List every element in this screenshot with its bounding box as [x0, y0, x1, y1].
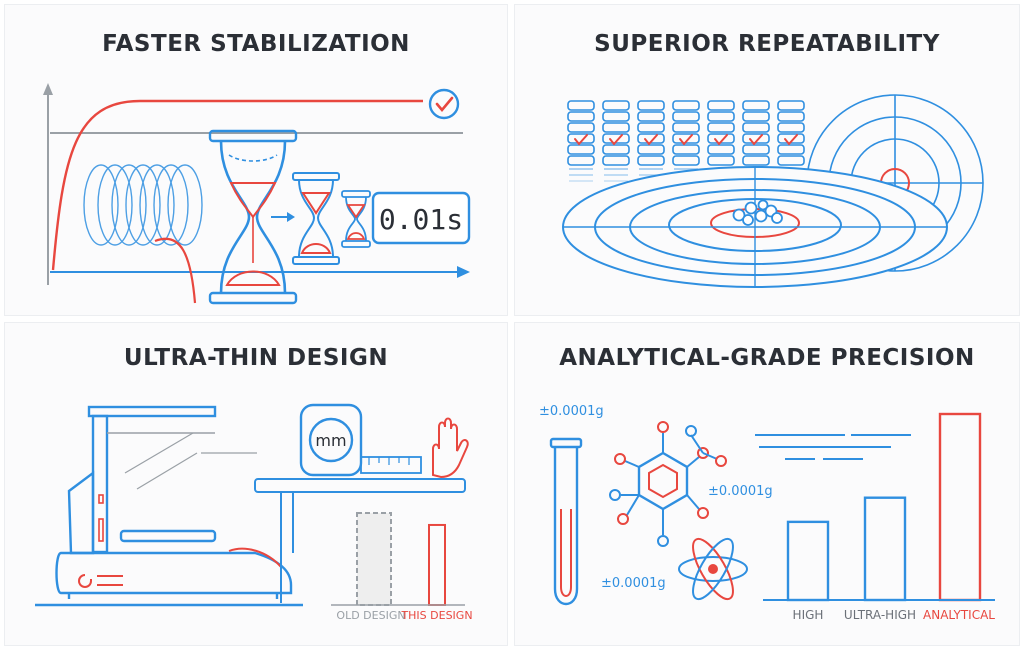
spring-coils-icon: [83, 164, 203, 246]
coin: [602, 111, 630, 122]
bar-label-this-design: THIS DESIGN: [400, 609, 472, 622]
settling-curve: [51, 99, 423, 271]
precision-bar: [786, 520, 830, 602]
coin-stack-icon: [742, 100, 770, 182]
coin: [567, 155, 595, 166]
balance-scale-icon: [35, 405, 303, 607]
panel-analytical-grade-precision: ANALYTICAL-GRADE PRECISION ±0.0001g ±0.0…: [514, 322, 1020, 646]
coin: [742, 122, 770, 133]
repeatability-illustration: [562, 94, 984, 288]
thickness-bar: [428, 523, 446, 607]
speed-lines: [755, 434, 915, 460]
check-icon: [749, 134, 763, 146]
coin: [672, 155, 700, 166]
hand-icon: [432, 417, 469, 479]
coin: [637, 144, 665, 155]
coin: [742, 144, 770, 155]
tolerance-label: ±0.0001g: [539, 404, 604, 419]
stabilization-illustration: 0.01s: [43, 83, 471, 305]
test-tube-icon: [549, 437, 583, 606]
check-icon: [784, 134, 798, 146]
coin: [637, 111, 665, 122]
panel-faster-stabilization: FASTER STABILIZATION: [4, 4, 508, 316]
coin: [707, 155, 735, 166]
thickness-comparison-bars: [356, 512, 446, 607]
coin: [777, 111, 805, 122]
coin: [742, 100, 770, 111]
panel-title: FASTER STABILIZATION: [102, 31, 410, 57]
coin: [567, 122, 595, 133]
thin-design-illustration: mm OLD DESIGN THIS DESIGN: [35, 403, 473, 622]
coin: [602, 144, 630, 155]
check-icon: [679, 134, 693, 146]
coin: [567, 100, 595, 111]
coin-stack-icon: [777, 100, 805, 182]
bar-label-old-design: OLD DESIGN: [336, 609, 405, 622]
coin: [672, 122, 700, 133]
hourglass-large-icon: [208, 129, 298, 305]
shot-cluster: [732, 199, 783, 226]
coin: [777, 155, 805, 166]
precision-illustration: ±0.0001g ±0.0001g ±0.0001g: [539, 404, 995, 622]
arrow-right-icon: [271, 212, 295, 222]
coin: [567, 144, 595, 155]
coin: [637, 122, 665, 133]
coin: [672, 144, 700, 155]
coin: [707, 144, 735, 155]
timer-readout: 0.01s: [379, 203, 463, 236]
check-icon: [714, 134, 728, 146]
precision-bar: [863, 496, 907, 602]
coin: [777, 100, 805, 111]
coin: [707, 111, 735, 122]
check-icon: [574, 134, 588, 146]
coin: [777, 144, 805, 155]
coin: [637, 155, 665, 166]
tolerance-label: ±0.0001g: [601, 576, 666, 591]
coin: [707, 100, 735, 111]
coin-stack-icon: [672, 100, 700, 182]
coin: [707, 122, 735, 133]
coin: [637, 100, 665, 111]
thickness-bar: [356, 512, 392, 606]
hourglass-medium-icon: [292, 172, 340, 265]
panel-title: SUPERIOR REPEATABILITY: [594, 31, 940, 57]
bar-label-high: HIGH: [793, 608, 824, 622]
coin: [567, 111, 595, 122]
coin: [742, 111, 770, 122]
panel-ultra-thin-design: ULTRA-THIN DESIGN: [4, 322, 508, 646]
coin-stack-icon: [567, 100, 595, 182]
tolerance-label: ±0.0001g: [708, 484, 773, 499]
coin: [672, 100, 700, 111]
hourglass-small-icon: [341, 190, 371, 248]
check-icon: [609, 134, 623, 146]
atom-icon: [678, 537, 748, 601]
panel-title: ULTRA-THIN DESIGN: [123, 345, 389, 371]
table-icon: [254, 478, 466, 603]
tape-measure-icon: [299, 403, 422, 477]
bar-label-ultra-high: ULTRA-HIGH: [844, 608, 916, 622]
coin: [672, 111, 700, 122]
coin: [742, 155, 770, 166]
check-icon: [644, 134, 658, 146]
panel-superior-repeatability: SUPERIOR REPEATABILITY: [514, 4, 1020, 316]
molecule-icon: [609, 421, 727, 547]
panel-title: ANALYTICAL-GRADE PRECISION: [559, 345, 975, 371]
precision-comparison-bars: [786, 412, 982, 602]
tape-unit-label: mm: [315, 431, 346, 450]
coin-stack-icon: [637, 100, 665, 182]
coin-stack-icon: [602, 100, 630, 182]
coin: [602, 155, 630, 166]
bar-label-analytical: ANALYTICAL: [923, 608, 995, 622]
coin: [602, 100, 630, 111]
coin: [602, 122, 630, 133]
timer-display: [371, 191, 471, 245]
coin: [777, 122, 805, 133]
precision-bar: [938, 412, 982, 602]
check-icon: [428, 88, 460, 120]
flat-target-icon: [562, 166, 948, 288]
